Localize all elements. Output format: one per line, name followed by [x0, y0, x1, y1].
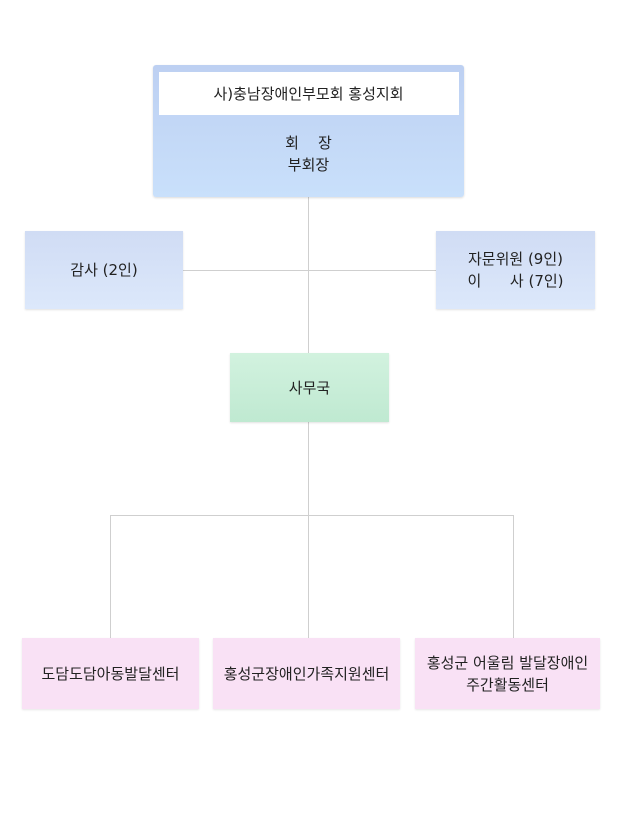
role-president: 회 장: [285, 134, 332, 152]
advisory-committee-label: 자문위원 (9인): [467, 250, 564, 268]
organization-title: 사)충남장애인부모회 홍성지회: [158, 72, 459, 115]
center-1-label: 도담도담아동발달센터: [41, 664, 180, 683]
center-node-1: 도담도담아동발달센터: [22, 638, 199, 709]
center-3-label-line2: 주간활동센터: [466, 675, 549, 694]
center-3-label-line1: 홍성군 어울림 발달장애인: [426, 653, 589, 672]
office-node: 사무국: [230, 353, 389, 422]
advisory-node: 자문위원 (9인) 이 사 (7인): [436, 231, 595, 309]
connector-center-left: [110, 515, 111, 638]
top-node: 사)충남장애인부모회 홍성지회 회 장 부회장: [153, 65, 464, 197]
connector-side-horizontal: [183, 270, 436, 271]
office-label: 사무국: [288, 378, 331, 397]
center-2-label: 홍성군장애인가족지원센터: [223, 664, 390, 683]
connector-center-right: [513, 515, 514, 638]
audit-node: 감사 (2인): [25, 231, 183, 309]
audit-label: 감사 (2인): [70, 261, 138, 279]
connector-top-vertical: [308, 197, 309, 353]
role-vice-president: 부회장: [287, 156, 330, 174]
board-directors-label: 이 사 (7인): [467, 272, 564, 290]
center-node-2: 홍성군장애인가족지원센터: [213, 638, 400, 709]
center-node-3: 홍성군 어울림 발달장애인 주간활동센터: [415, 638, 600, 709]
connector-centers-horizontal: [110, 515, 513, 516]
leadership-roles: 회 장 부회장: [285, 132, 332, 176]
connector-office-vertical: [308, 422, 309, 638]
